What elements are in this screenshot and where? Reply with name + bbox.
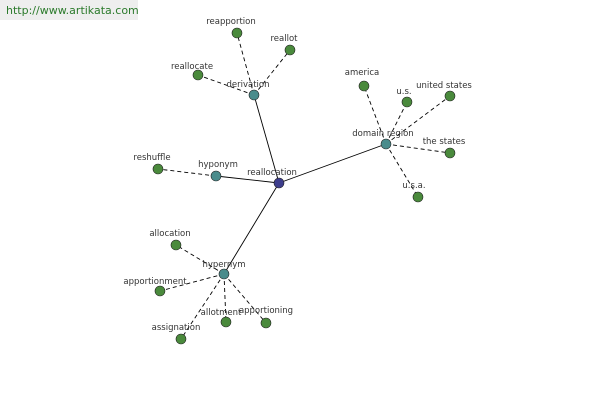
term-node-america[interactable] <box>358 80 370 92</box>
term-node-reshuffle[interactable] <box>152 163 164 175</box>
term-label-allotment[interactable]: allotment <box>201 308 242 318</box>
term-label-reallot[interactable]: reallot <box>270 34 298 44</box>
relation-node-hypernym[interactable] <box>218 268 230 280</box>
term-node-allocation[interactable] <box>170 239 182 251</box>
term-node-assignation[interactable] <box>175 333 187 345</box>
term-node-u-s-a[interactable] <box>412 191 424 203</box>
edge-hypernym-apportioning <box>223 273 267 324</box>
term-label-reshuffle[interactable]: reshuffle <box>133 153 170 163</box>
term-label-u-s[interactable]: u.s. <box>396 87 411 97</box>
nodes-layer <box>152 27 456 345</box>
term-node-reallot[interactable] <box>284 44 296 56</box>
term-node-reallocate[interactable] <box>192 69 204 81</box>
relation-label-domain-region[interactable]: domain region <box>352 129 413 139</box>
edge-derivation-reallocate <box>197 74 255 96</box>
relation-node-hyponym[interactable] <box>210 170 222 182</box>
edge-center-derivation <box>253 94 280 184</box>
edge-center-hyponym <box>215 175 280 184</box>
edge-center-domain-region <box>278 143 387 184</box>
term-node-reapportion[interactable] <box>231 27 243 39</box>
term-label-america[interactable]: america <box>345 68 379 78</box>
center-node[interactable] <box>273 177 285 189</box>
edge-hypernym-assignation <box>180 273 225 340</box>
edge-derivation-reallot <box>253 49 291 96</box>
edge-center-hypernym <box>223 182 280 275</box>
edge-hypernym-allotment <box>223 273 227 323</box>
term-label-u-s-a[interactable]: u.s.a. <box>402 181 425 191</box>
term-label-the-states[interactable]: the states <box>423 137 466 147</box>
edge-domain-region-america <box>363 85 387 145</box>
relation-label-hyponym[interactable]: hyponym <box>198 160 238 170</box>
term-label-reallocate[interactable]: reallocate <box>171 62 213 72</box>
term-label-assignation[interactable]: assignation <box>152 323 201 333</box>
edge-domain-region-u-s-a <box>385 143 419 198</box>
watermark-banner: http://www.artikata.com <box>0 0 139 20</box>
labels-layer: reapportion reallot reallocate derivation am… <box>123 17 472 333</box>
term-node-apportioning[interactable] <box>260 317 272 329</box>
edges-layer <box>157 32 451 340</box>
term-node-u-s[interactable] <box>401 96 413 108</box>
edge-hyponym-reshuffle <box>157 168 217 177</box>
center-label[interactable]: reallocation <box>247 168 297 178</box>
edge-hypernym-allocation <box>175 244 225 275</box>
relation-label-hypernym[interactable]: hypernym <box>202 260 245 270</box>
term-node-apportionment[interactable] <box>154 285 166 297</box>
relation-node-domain-region[interactable] <box>380 138 392 150</box>
term-label-apportionment[interactable]: apportionment <box>123 277 187 287</box>
relation-node-derivation[interactable] <box>248 89 260 101</box>
edge-domain-region-the-states <box>385 143 451 154</box>
edge-derivation-reapportion <box>236 32 255 96</box>
term-label-united-states[interactable]: united states <box>416 81 472 91</box>
edge-domain-region-united-states <box>385 95 451 145</box>
edge-domain-region-u-s <box>385 101 408 145</box>
watermark-url[interactable]: http://www.artikata.com <box>6 4 139 17</box>
term-label-allocation[interactable]: allocation <box>149 229 190 239</box>
term-node-the-states[interactable] <box>444 147 456 159</box>
term-node-allotment[interactable] <box>220 316 232 328</box>
term-label-reapportion[interactable]: reapportion <box>206 17 256 27</box>
relation-label-derivation[interactable]: derivation <box>226 80 269 90</box>
term-node-united-states[interactable] <box>444 90 456 102</box>
term-label-apportioning[interactable]: apportioning <box>239 306 293 316</box>
